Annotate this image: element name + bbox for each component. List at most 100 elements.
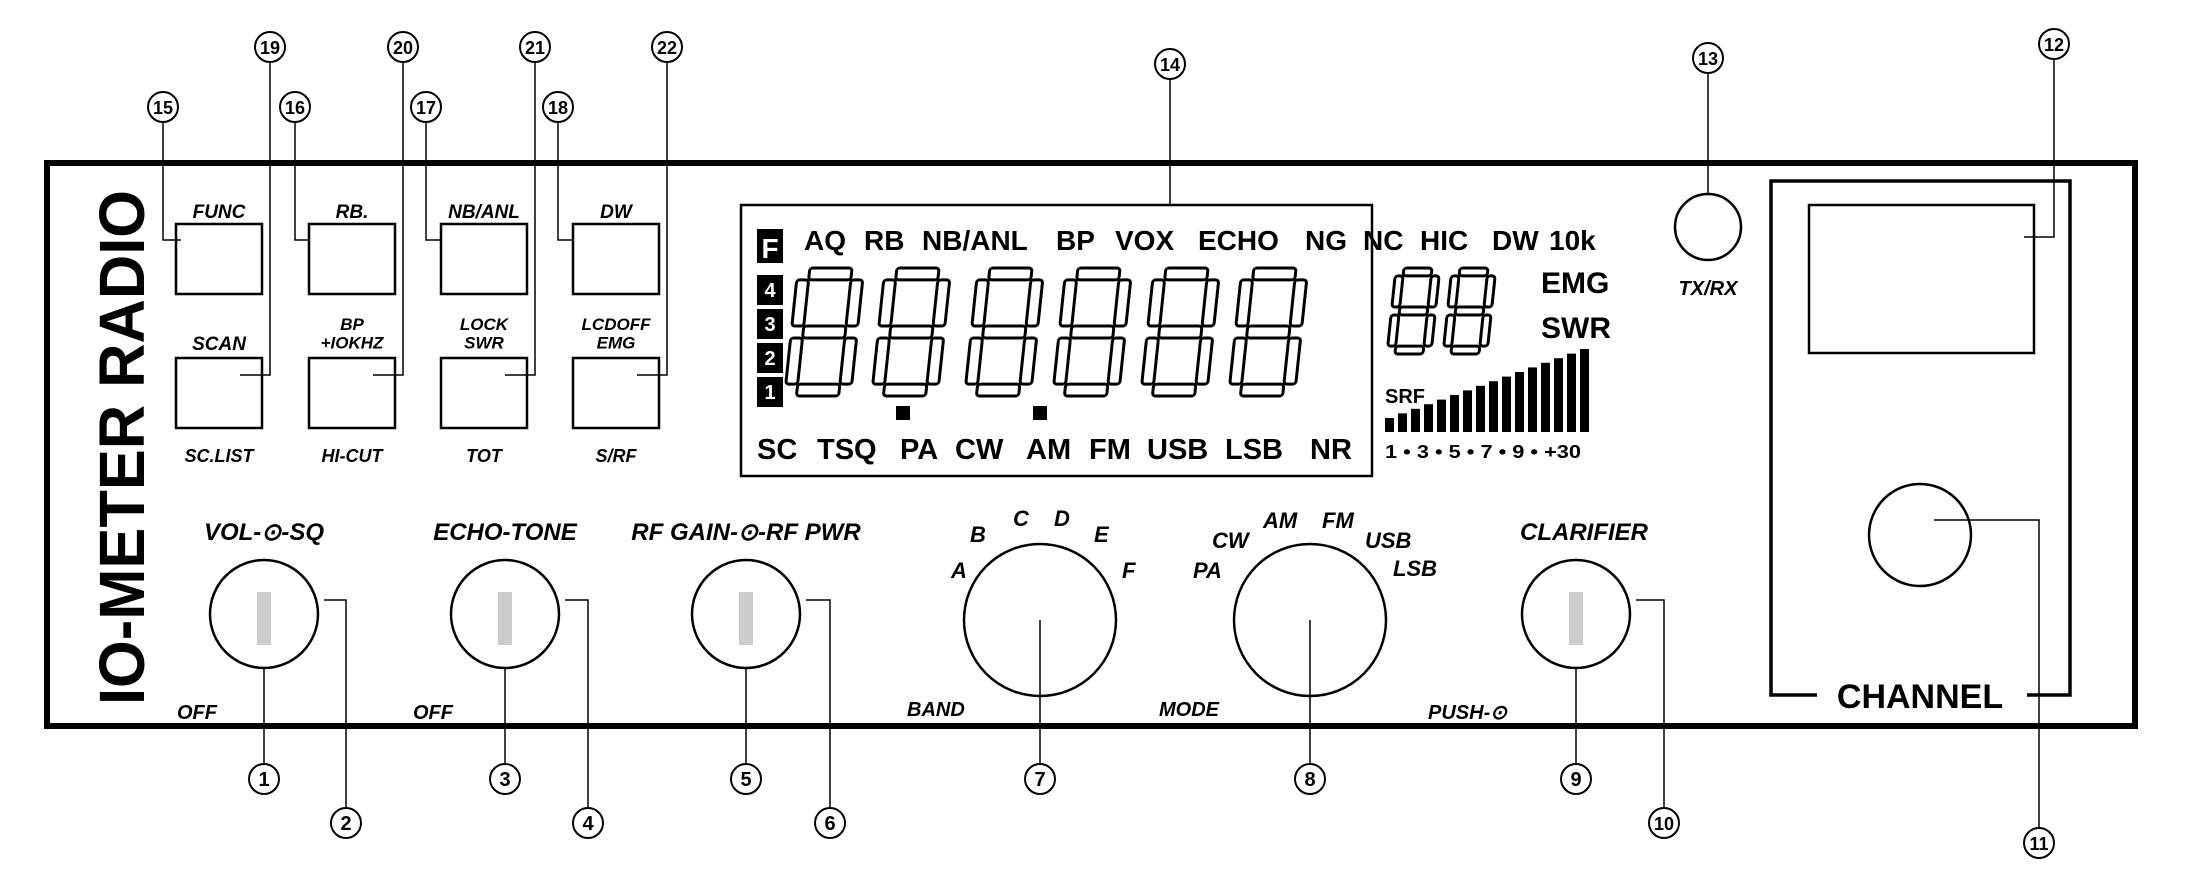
- lcd-digit-7-segment-7: [1397, 305, 1430, 317]
- meter-bar: [1554, 358, 1563, 432]
- lcd-digit-3-segment-4: [975, 382, 1022, 398]
- band-selector[interactable]: A B C D E F BAND: [907, 506, 1136, 721]
- lcd-frequency-digits: [784, 266, 1497, 420]
- lcd-memory-4: 4: [764, 280, 776, 302]
- lcd-digit-8-segment-6: [1446, 274, 1461, 309]
- lcd-decimal-point-2: [1033, 406, 1047, 420]
- button-scan[interactable]: SCAN SC.LIST: [174, 334, 264, 466]
- callout-18: 18: [542, 91, 574, 123]
- meter-bar: [1541, 362, 1550, 432]
- callout-22: 22: [651, 31, 683, 63]
- lcd-ind-10k: 10k: [1549, 225, 1596, 256]
- button-func[interactable]: FUNC: [174, 202, 264, 296]
- lcd-digit-2-segment-5: [871, 336, 891, 386]
- meter-bar: [1502, 376, 1511, 432]
- lcd-digit-1-segment-5: [784, 336, 804, 386]
- callout-3: 3: [489, 763, 521, 795]
- callout-number: 11: [2029, 834, 2048, 854]
- channel-knob[interactable]: [1867, 482, 1973, 588]
- callout-13: 13: [1692, 42, 1724, 74]
- leader-lines: [162, 58, 2055, 830]
- mode-pos-cw: CW: [1212, 528, 1251, 553]
- lcd-ind-rb: RB: [864, 225, 904, 256]
- callout-number: 12: [2044, 35, 2064, 55]
- lcd-ind-ng: NG: [1305, 225, 1347, 256]
- lcd-digit-2-segment-2: [931, 278, 951, 328]
- callout-number: 9: [1570, 769, 1581, 791]
- callout-number: 18: [548, 98, 568, 118]
- callout-number: 2: [340, 813, 351, 835]
- meter-bar: [1385, 418, 1394, 432]
- lcd-digit-3-segment-5: [964, 336, 984, 386]
- lcd-digit-8-segment-2: [1482, 274, 1497, 309]
- lcd-meter-scale: 1 • 3 • 5 • 7 • 9 • +30: [1385, 442, 1581, 462]
- meter-bar: [1398, 413, 1407, 432]
- lcd-digit-5-segment-6: [1146, 278, 1166, 328]
- rf-gain-knob[interactable]: RF GAIN-⊙-RF PWR: [631, 519, 861, 670]
- lcd-ind-emg: EMG: [1541, 267, 1609, 300]
- lcd-digit-8-segment-7: [1453, 305, 1486, 317]
- callout-6: 6: [814, 807, 846, 839]
- band-pos-f: F: [1122, 558, 1136, 583]
- channel-label: CHANNEL: [1837, 678, 2003, 716]
- lcd-ind-aq: AQ: [804, 225, 846, 256]
- mode-selector[interactable]: PA CW AM FM USB LSB MODE: [1159, 508, 1437, 721]
- lcd-digit-6-segment-1: [1251, 266, 1298, 282]
- button-dw-label: DW: [600, 202, 634, 223]
- lcd-digit-1-segment-3: [838, 336, 858, 386]
- echo-tone-label: ECHO-TONE: [433, 519, 578, 546]
- vol-sq-knob[interactable]: VOL-⊙-SQ OFF: [177, 519, 324, 724]
- lcd-digit-6-segment-3: [1282, 336, 1302, 386]
- vol-sq-label: VOL-⊙-SQ: [204, 519, 324, 546]
- button-func-label: FUNC: [193, 202, 246, 223]
- lcd-digit-5-segment-4: [1151, 382, 1198, 398]
- callout-10: 10: [1648, 807, 1680, 839]
- callout-2: 2: [330, 807, 362, 839]
- button-dw[interactable]: DW: [571, 202, 661, 296]
- mode-pos-lsb: LSB: [1393, 556, 1437, 581]
- echo-tone-knob[interactable]: ECHO-TONE OFF: [413, 519, 578, 724]
- lcd-digit-2-segment-3: [925, 336, 945, 386]
- callout-14: 14: [1154, 48, 1186, 80]
- button-bp[interactable]: BP+IOKHZ HI-CUT: [307, 315, 397, 466]
- lcd-digit-1-segment-6: [790, 278, 810, 328]
- lcd-digit-4-segment-5: [1052, 336, 1072, 386]
- lcd-digit-4-segment-1: [1075, 266, 1122, 282]
- callout-21: 21: [519, 31, 551, 63]
- callout-5: 5: [730, 763, 762, 795]
- lcd-digit-4-segment-2: [1112, 278, 1132, 328]
- lcd-digit-4-segment-6: [1058, 278, 1078, 328]
- callout-number: 13: [1698, 49, 1718, 69]
- callout-16: 16: [279, 91, 311, 123]
- lcd-memory-2: 2: [764, 348, 775, 370]
- lcd-digit-4-segment-7: [1069, 324, 1116, 340]
- lcd-digit-1-segment-2: [844, 278, 864, 328]
- lcd-digit-1-segment-7: [801, 324, 848, 340]
- mode-label: MODE: [1159, 699, 1220, 721]
- meter-bar: [1489, 381, 1498, 432]
- callout-number: 5: [740, 769, 751, 791]
- callout-number: 16: [285, 98, 305, 118]
- tx-rx-label: TX/RX: [1679, 278, 1740, 300]
- lcd-digit-1-segment-1: [807, 266, 854, 282]
- lcd-digit-6-segment-2: [1288, 278, 1308, 328]
- meter-bar: [1580, 349, 1589, 432]
- vol-sq-off-label: OFF: [177, 702, 218, 724]
- lcd-ind-nc: NC: [1363, 225, 1403, 256]
- lcd-digit-7-segment-4: [1393, 344, 1426, 356]
- button-bp-sublabel: HI-CUT: [322, 446, 385, 466]
- lcd-decimal-point: [896, 406, 910, 420]
- lcd-ind-swr: SWR: [1541, 312, 1611, 345]
- button-rb[interactable]: RB.: [307, 202, 397, 296]
- button-nb-anl[interactable]: NB/ANL: [439, 202, 529, 296]
- band-pos-d: D: [1054, 506, 1070, 531]
- clarifier-knob[interactable]: CLARIFIER PUSH-⊙: [1428, 519, 1649, 724]
- meter-bar: [1528, 367, 1537, 432]
- meter-bar: [1450, 395, 1459, 432]
- meter-bar: [1424, 404, 1433, 432]
- band-pos-c: C: [1013, 506, 1030, 531]
- lcd-digit-2-segment-4: [882, 382, 929, 398]
